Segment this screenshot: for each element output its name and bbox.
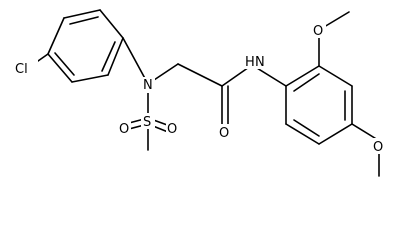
bond bbox=[285, 123, 320, 145]
double-bond bbox=[293, 119, 320, 137]
atom-label-o-methoxy-bottom: O bbox=[373, 140, 383, 155]
atom-label-s: S bbox=[143, 115, 151, 130]
bond bbox=[318, 123, 353, 145]
atom-label-n-amide: N bbox=[255, 55, 265, 70]
double-bond bbox=[54, 52, 75, 76]
atom-label-h-amide: H bbox=[245, 55, 255, 70]
chlorophenyl-ring bbox=[47, 9, 124, 83]
structure-canvas: Cl N S O O O N H O O bbox=[14, 9, 386, 177]
aryl-n-bond bbox=[122, 37, 149, 85]
ring-o-bottom-bond bbox=[351, 123, 379, 141]
atom-label-o-sulfonyl-right: O bbox=[167, 122, 177, 137]
bond bbox=[107, 37, 124, 76]
bond bbox=[285, 65, 320, 87]
atom-label-o-sulfonyl-left: O bbox=[119, 122, 129, 137]
dimethoxyphenyl-ring bbox=[285, 65, 353, 145]
bond bbox=[47, 17, 65, 55]
bond bbox=[99, 9, 124, 39]
atom-labels: Cl N S O O O N H O O bbox=[14, 22, 386, 155]
double-bond bbox=[69, 16, 99, 25]
atom-label-cl: Cl bbox=[15, 62, 28, 77]
double-bond bbox=[293, 73, 320, 92]
bond bbox=[71, 74, 109, 83]
atom-label-o-methoxy-top: O bbox=[313, 24, 323, 39]
bond bbox=[47, 53, 73, 83]
atom-label-n-sulfonamide: N bbox=[143, 78, 153, 93]
ch2-carbonyl-bond bbox=[177, 63, 223, 87]
double-bond bbox=[101, 41, 116, 72]
bond bbox=[63, 9, 101, 19]
bond bbox=[318, 65, 353, 87]
molecule-structure-diagram: Cl N S O O O N H O O bbox=[14, 9, 386, 177]
atom-label-o-carbonyl: O bbox=[219, 126, 229, 141]
